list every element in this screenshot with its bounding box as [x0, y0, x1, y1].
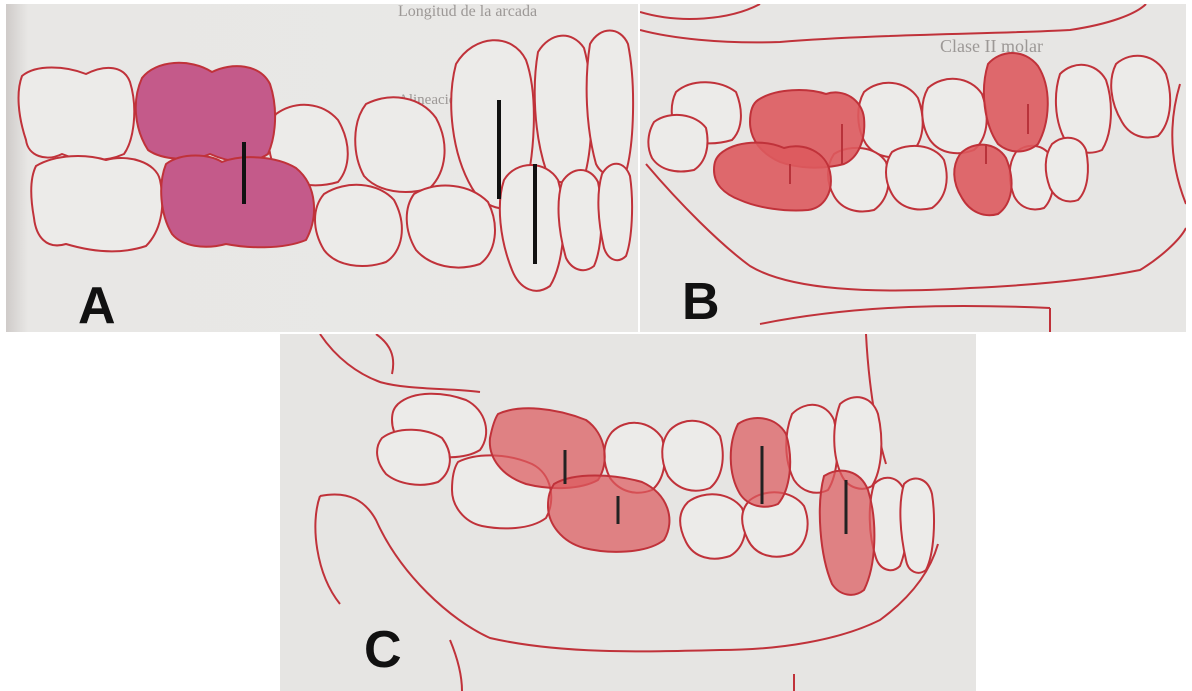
panel-label-b: B — [682, 276, 720, 328]
lower-incisor — [559, 170, 602, 270]
highlighted-lower-canine — [954, 145, 1011, 216]
panel-a: Longitud de la arcada Alineación. — [6, 4, 638, 332]
lower-premolar — [407, 186, 495, 268]
lower-canine — [500, 165, 564, 291]
highlighted-upper-first-molar — [136, 63, 275, 162]
maxilla-outline — [640, 4, 1146, 42]
upper-molar — [19, 68, 135, 161]
highlighted-upper-canine — [984, 53, 1048, 152]
maxilla-outline-top — [640, 4, 760, 19]
lower-molar — [31, 156, 162, 251]
highlighted-upper-canine — [731, 418, 790, 507]
upper-incisor — [587, 31, 633, 177]
panel-c: C — [280, 334, 976, 691]
background-text: Longitud de la arcada — [398, 4, 537, 20]
lower-incisor — [598, 164, 632, 260]
panel-b-illustration: Clase II molar — [640, 4, 1186, 332]
upper-incisor — [1111, 56, 1170, 138]
lower-incisor — [900, 479, 934, 573]
highlighted-lower-first-molar — [161, 156, 314, 248]
highlighted-lower-first-molar — [548, 476, 669, 552]
panel-b: Clase II molar — [640, 4, 1186, 332]
maxilla-outline-top — [376, 334, 393, 374]
lower-premolar — [680, 494, 745, 558]
maxilla-outline — [320, 334, 480, 392]
mandible-lower-border — [760, 306, 1050, 324]
upper-molar — [648, 115, 707, 172]
mandible-ramus — [315, 496, 340, 604]
upper-molar — [377, 430, 450, 485]
lower-premolar — [315, 185, 402, 266]
upper-premolar — [922, 79, 986, 153]
chin-outline — [1172, 84, 1186, 204]
panel-label-a: A — [78, 280, 116, 332]
lower-premolar — [886, 146, 947, 210]
upper-premolar — [662, 421, 723, 491]
upper-premolar — [355, 97, 444, 192]
lower-incisor — [1046, 138, 1088, 202]
highlighted-lower-first-molar — [714, 143, 831, 211]
panel-label-c: C — [364, 624, 402, 676]
upper-incisor — [535, 36, 592, 184]
mandible-lower-border — [450, 640, 462, 691]
background-text: Clase II molar — [940, 36, 1043, 56]
